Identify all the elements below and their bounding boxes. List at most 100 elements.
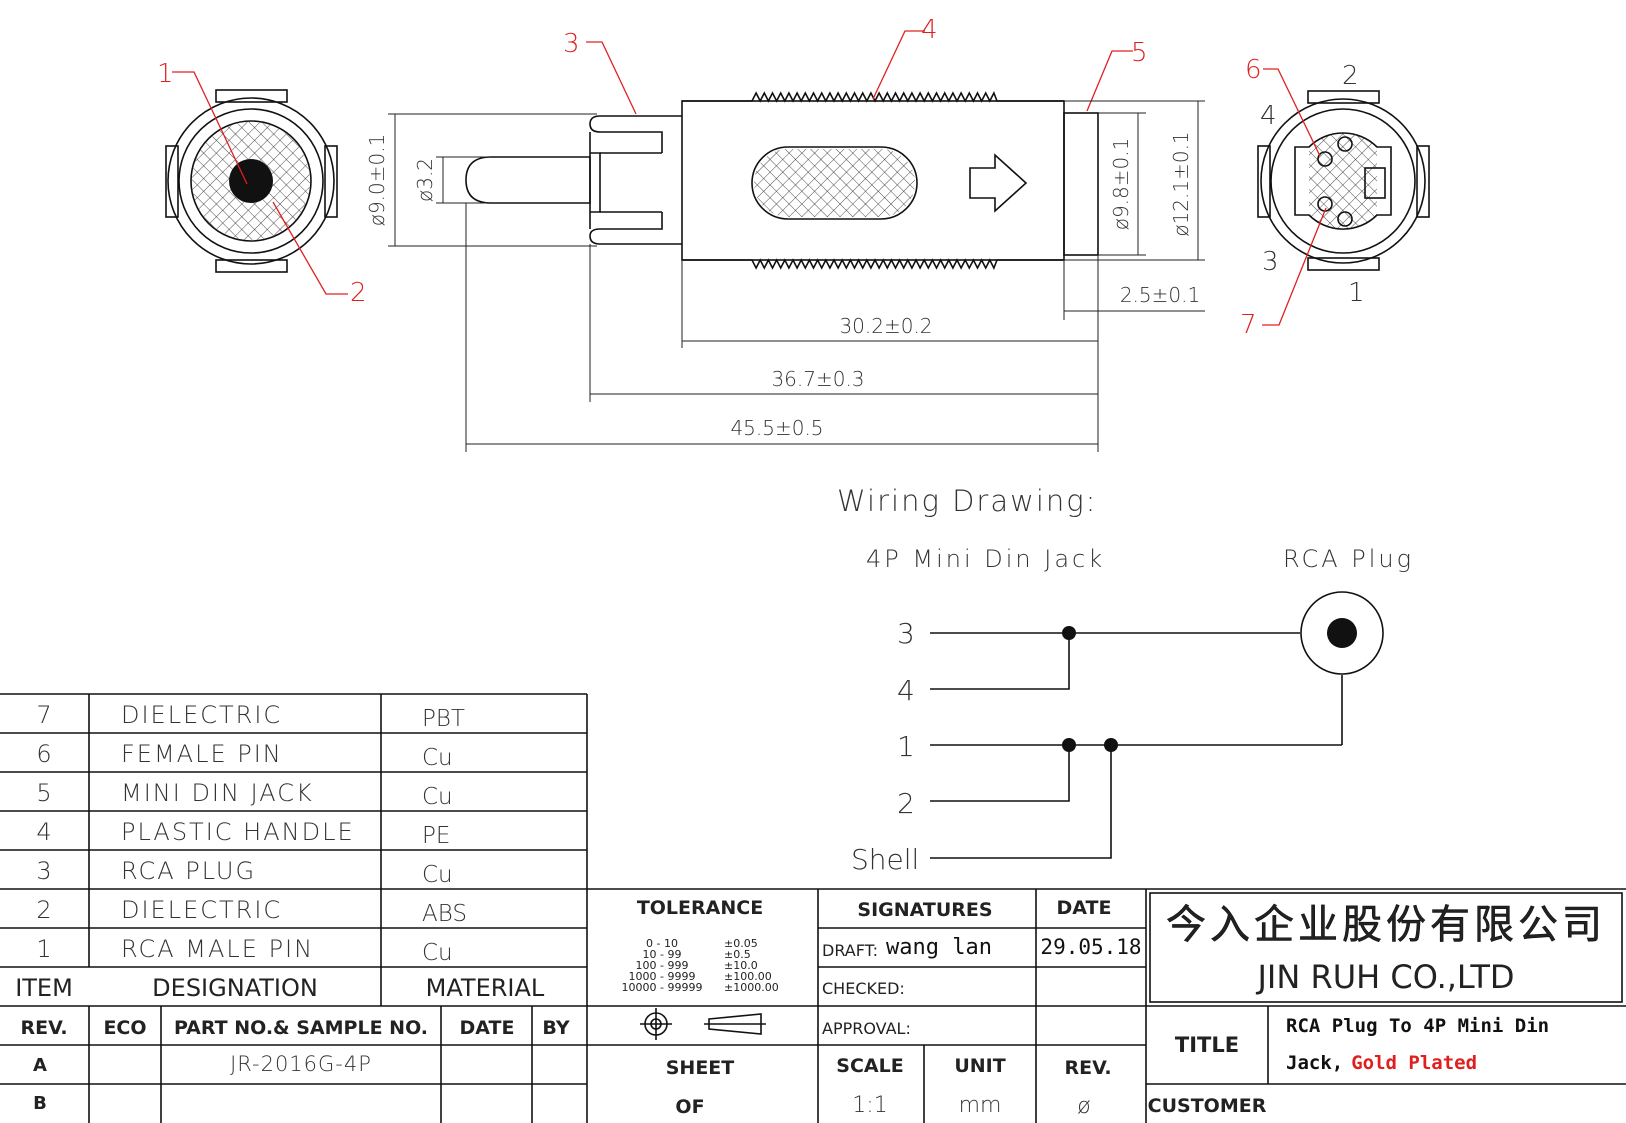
- dimension-lines: [388, 100, 1205, 452]
- tolerance-value: ±10.0: [724, 959, 758, 972]
- checked-label: CHECKED:: [822, 979, 905, 998]
- company-name-cn: 今入企业股份有限公司: [1166, 902, 1606, 948]
- wiring-right-label: RCA Plug: [1283, 545, 1414, 573]
- bom-material: Cu: [422, 784, 453, 810]
- rev-header-by: BY: [542, 1017, 569, 1039]
- jack-pin-1-label: 1: [1348, 278, 1365, 308]
- bom-item-number: 1: [36, 935, 51, 963]
- sheet-label: SHEET: [666, 1057, 735, 1079]
- rca-plug-symbol: [1300, 591, 1384, 675]
- bom-header-material: MATERIAL: [426, 974, 545, 1002]
- company-name-en: JIN RUH CO.,LTD: [1255, 958, 1514, 996]
- rev-header-rev: REV.: [20, 1017, 67, 1039]
- title-line-2: Jack,Gold Plated: [1286, 1052, 1477, 1074]
- scale-label: SCALE: [836, 1055, 903, 1077]
- bom-table: [0, 693, 588, 1123]
- callout-3: 3: [563, 29, 580, 59]
- wiring-left-label: 4P Mini Din Jack: [866, 545, 1105, 573]
- mini-din-end-view: [1257, 68, 1430, 326]
- draft-name: wang lan: [886, 935, 992, 960]
- rev-label: REV.: [1064, 1057, 1111, 1079]
- bom-item-number: 2: [36, 896, 51, 924]
- of-label: OF: [675, 1096, 704, 1118]
- dim-total-length: 45.5±0.5: [730, 416, 823, 440]
- bom-material: Cu: [422, 862, 453, 888]
- rev-row-a: A: [33, 1055, 47, 1076]
- bom-material: ABS: [422, 901, 467, 927]
- date-header: DATE: [1057, 897, 1112, 919]
- dim-jack-length: 2.5±0.1: [1120, 283, 1200, 307]
- title-line-1: RCA Plug To 4P Mini Din: [1286, 1015, 1549, 1037]
- scale-value: 1:1: [852, 1093, 887, 1118]
- wiring-pin-4: 4: [897, 674, 915, 707]
- bom-item-number: 4: [36, 818, 51, 846]
- junction-dot: [1062, 626, 1076, 640]
- plug-side-view: [465, 91, 1099, 270]
- callout-1: 1: [157, 59, 174, 89]
- bom-material: PBT: [422, 706, 465, 732]
- bom-material: Cu: [422, 940, 453, 966]
- bom-designation: FEMALE PIN: [121, 740, 283, 768]
- rev-header-eco: ECO: [103, 1017, 146, 1039]
- callout-2: 2: [350, 278, 367, 308]
- jack-pin-3-label: 3: [1262, 247, 1279, 277]
- wiring-pin-2: 2: [897, 787, 915, 820]
- wiring-title: Wiring Drawing:: [837, 484, 1097, 518]
- tolerance-range: 0 - 10: [646, 937, 678, 950]
- tolerance-range: 10 - 99: [643, 948, 682, 961]
- tolerance-title: TOLERANCE: [637, 897, 763, 919]
- dim-pin-diameter: ø3.2: [413, 158, 437, 202]
- jack-pin-2-label: 2: [1342, 61, 1359, 91]
- bom-item-number: 3: [36, 857, 51, 885]
- tolerance-value: ±0.5: [724, 948, 751, 961]
- dim-jack-diameter: ø9.8±0.1: [1109, 138, 1133, 231]
- tolerance-value: ±0.05: [724, 937, 758, 950]
- bom-item-number: 5: [36, 779, 51, 807]
- wiring-diagram: [930, 591, 1384, 859]
- wiring-pin-3: 3: [897, 617, 915, 650]
- dim-handle-length: 30.2±0.2: [839, 314, 932, 338]
- unit-value: mm: [959, 1093, 1002, 1118]
- callout-6: 6: [1245, 55, 1262, 85]
- wiring-shell: Shell: [851, 843, 919, 876]
- bom-item-number: 7: [36, 701, 51, 729]
- callout-5: 5: [1131, 38, 1148, 68]
- callout-4: 4: [921, 15, 938, 45]
- tolerance-range: 100 - 999: [636, 959, 689, 972]
- jack-pin-4-label: 4: [1260, 101, 1277, 131]
- dim-body-length: 36.7±0.3: [771, 367, 864, 391]
- part-number: JR-2016G-4P: [230, 1052, 372, 1076]
- bom-designation: DIELECTRIC: [121, 701, 282, 729]
- rev-table: [0, 1006, 587, 1123]
- signatures-title: SIGNATURES: [857, 899, 992, 921]
- rev-header-part: PART NO.& SAMPLE NO.: [174, 1017, 428, 1039]
- bom-designation: RCA PLUG: [121, 857, 256, 885]
- rca-end-view: [165, 71, 348, 295]
- bom-item-number: 6: [36, 740, 51, 768]
- approval-label: APPROVAL:: [822, 1019, 911, 1038]
- unit-label: UNIT: [954, 1055, 1005, 1077]
- bom-designation: MINI DIN JACK: [121, 779, 314, 807]
- draft-label: DRAFT:: [822, 941, 878, 960]
- bom-designation: PLASTIC HANDLE: [121, 818, 355, 846]
- tolerance-range: 1000 - 9999: [629, 970, 696, 983]
- tolerance-value: ±1000.00: [724, 981, 779, 994]
- customer-label: CUSTOMER: [1148, 1095, 1267, 1117]
- wiring-pin-1: 1: [897, 730, 915, 763]
- junction-dot: [1104, 738, 1118, 752]
- tolerance-range: 10000 - 99999: [622, 981, 703, 994]
- dim-jack-outer-diameter: ø12.1±0.1: [1169, 131, 1193, 236]
- bom-material: PE: [422, 823, 450, 849]
- bom-header-item: ITEM: [15, 974, 73, 1002]
- bom-designation: RCA MALE PIN: [121, 935, 314, 963]
- callout-7: 7: [1240, 310, 1257, 340]
- bom-material: Cu: [422, 745, 453, 771]
- bom-designation: DIELECTRIC: [121, 896, 282, 924]
- rev-header-date: DATE: [460, 1017, 515, 1039]
- tolerance-value: ±100.00: [724, 970, 772, 983]
- junction-dot: [1062, 738, 1076, 752]
- title-block: [587, 888, 1626, 1123]
- rev-value: ø: [1077, 1094, 1090, 1119]
- title-label: TITLE: [1175, 1033, 1239, 1057]
